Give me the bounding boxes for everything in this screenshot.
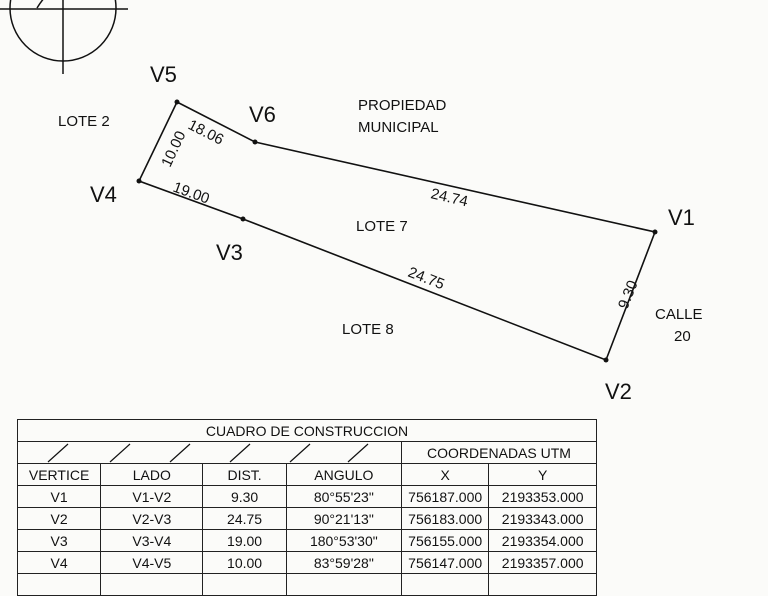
survey-plan: V5 V6 V1 V2 V3 V4 LOTE 2 PROPIEDAD MUNIC…	[0, 0, 703, 404]
vertex-label-v4: V4	[90, 182, 117, 207]
dimension-v5-v6: 18.06	[185, 116, 226, 148]
cell: 83°59'28"	[285, 551, 403, 574]
col-header-lado: LADO	[100, 463, 204, 486]
label-lote-2: LOTE 2	[58, 113, 110, 130]
cell: 9.30	[202, 485, 287, 508]
cell: V2-V3	[100, 507, 204, 530]
cell: 2193343.000	[488, 507, 597, 530]
label-lote-7: LOTE 7	[356, 218, 408, 235]
col-header-y: Y	[488, 463, 597, 486]
cell: 90°21'13"	[285, 507, 403, 530]
construction-table: CUADRO DE CONSTRUCCION COORDENADAS UTM V…	[16, 419, 597, 596]
cell: V1	[16, 485, 102, 508]
vertex-markers	[136, 99, 658, 363]
cell: V3	[16, 529, 102, 552]
col-header-vertice: VERTICE	[16, 463, 102, 486]
table-title: CUADRO DE CONSTRUCCION	[17, 419, 597, 442]
col-header-dist: DIST.	[202, 463, 287, 486]
cell: 19.00	[202, 529, 287, 552]
col-header-x: X	[400, 463, 490, 486]
cell: V4	[16, 551, 102, 574]
vertex-label-v3: V3	[216, 240, 243, 265]
hatched-header	[17, 441, 402, 464]
cell: V1-V2	[100, 485, 204, 508]
vertex-label-v1: V1	[668, 205, 695, 230]
cell: 756155.000	[400, 529, 490, 552]
table-row-empty	[16, 573, 597, 596]
cell: 10.00	[202, 551, 287, 574]
hatch-lines	[47, 443, 369, 463]
label-municipal: MUNICIPAL	[358, 119, 439, 136]
dimension-v3-v4: 19.00	[171, 179, 212, 208]
label-calle: CALLE	[655, 306, 703, 323]
coords-header: COORDENADAS UTM	[401, 441, 597, 464]
vertex-label-v5: V5	[150, 62, 177, 87]
cell: 24.75	[202, 507, 287, 530]
col-header-angulo: ANGULO	[285, 463, 403, 486]
dimension-v4-v5: 10.00	[158, 128, 189, 169]
dimension-v2-v3: 24.75	[406, 264, 447, 293]
cell: V3-V4	[100, 529, 204, 552]
cell: 756187.000	[400, 485, 490, 508]
north-arrow-symbol	[0, 0, 128, 74]
cell: 80°55'23"	[285, 485, 403, 508]
cell: 756183.000	[400, 507, 490, 530]
label-calle-number: 20	[674, 328, 691, 345]
dimension-v1-v2: 9.30	[615, 278, 642, 311]
cell: 2193353.000	[488, 485, 597, 508]
cell: V2	[16, 507, 102, 530]
cell: 2193354.000	[488, 529, 597, 552]
cell: 756147.000	[400, 551, 490, 574]
vertex-label-v6: V6	[249, 102, 276, 127]
vertex-label-v2: V2	[605, 379, 632, 404]
label-lote-8: LOTE 8	[342, 321, 394, 338]
cell: V4-V5	[100, 551, 204, 574]
label-propiedad: PROPIEDAD	[358, 97, 447, 114]
cell: 2193357.000	[488, 551, 597, 574]
cell: 180°53'30"	[285, 529, 403, 552]
